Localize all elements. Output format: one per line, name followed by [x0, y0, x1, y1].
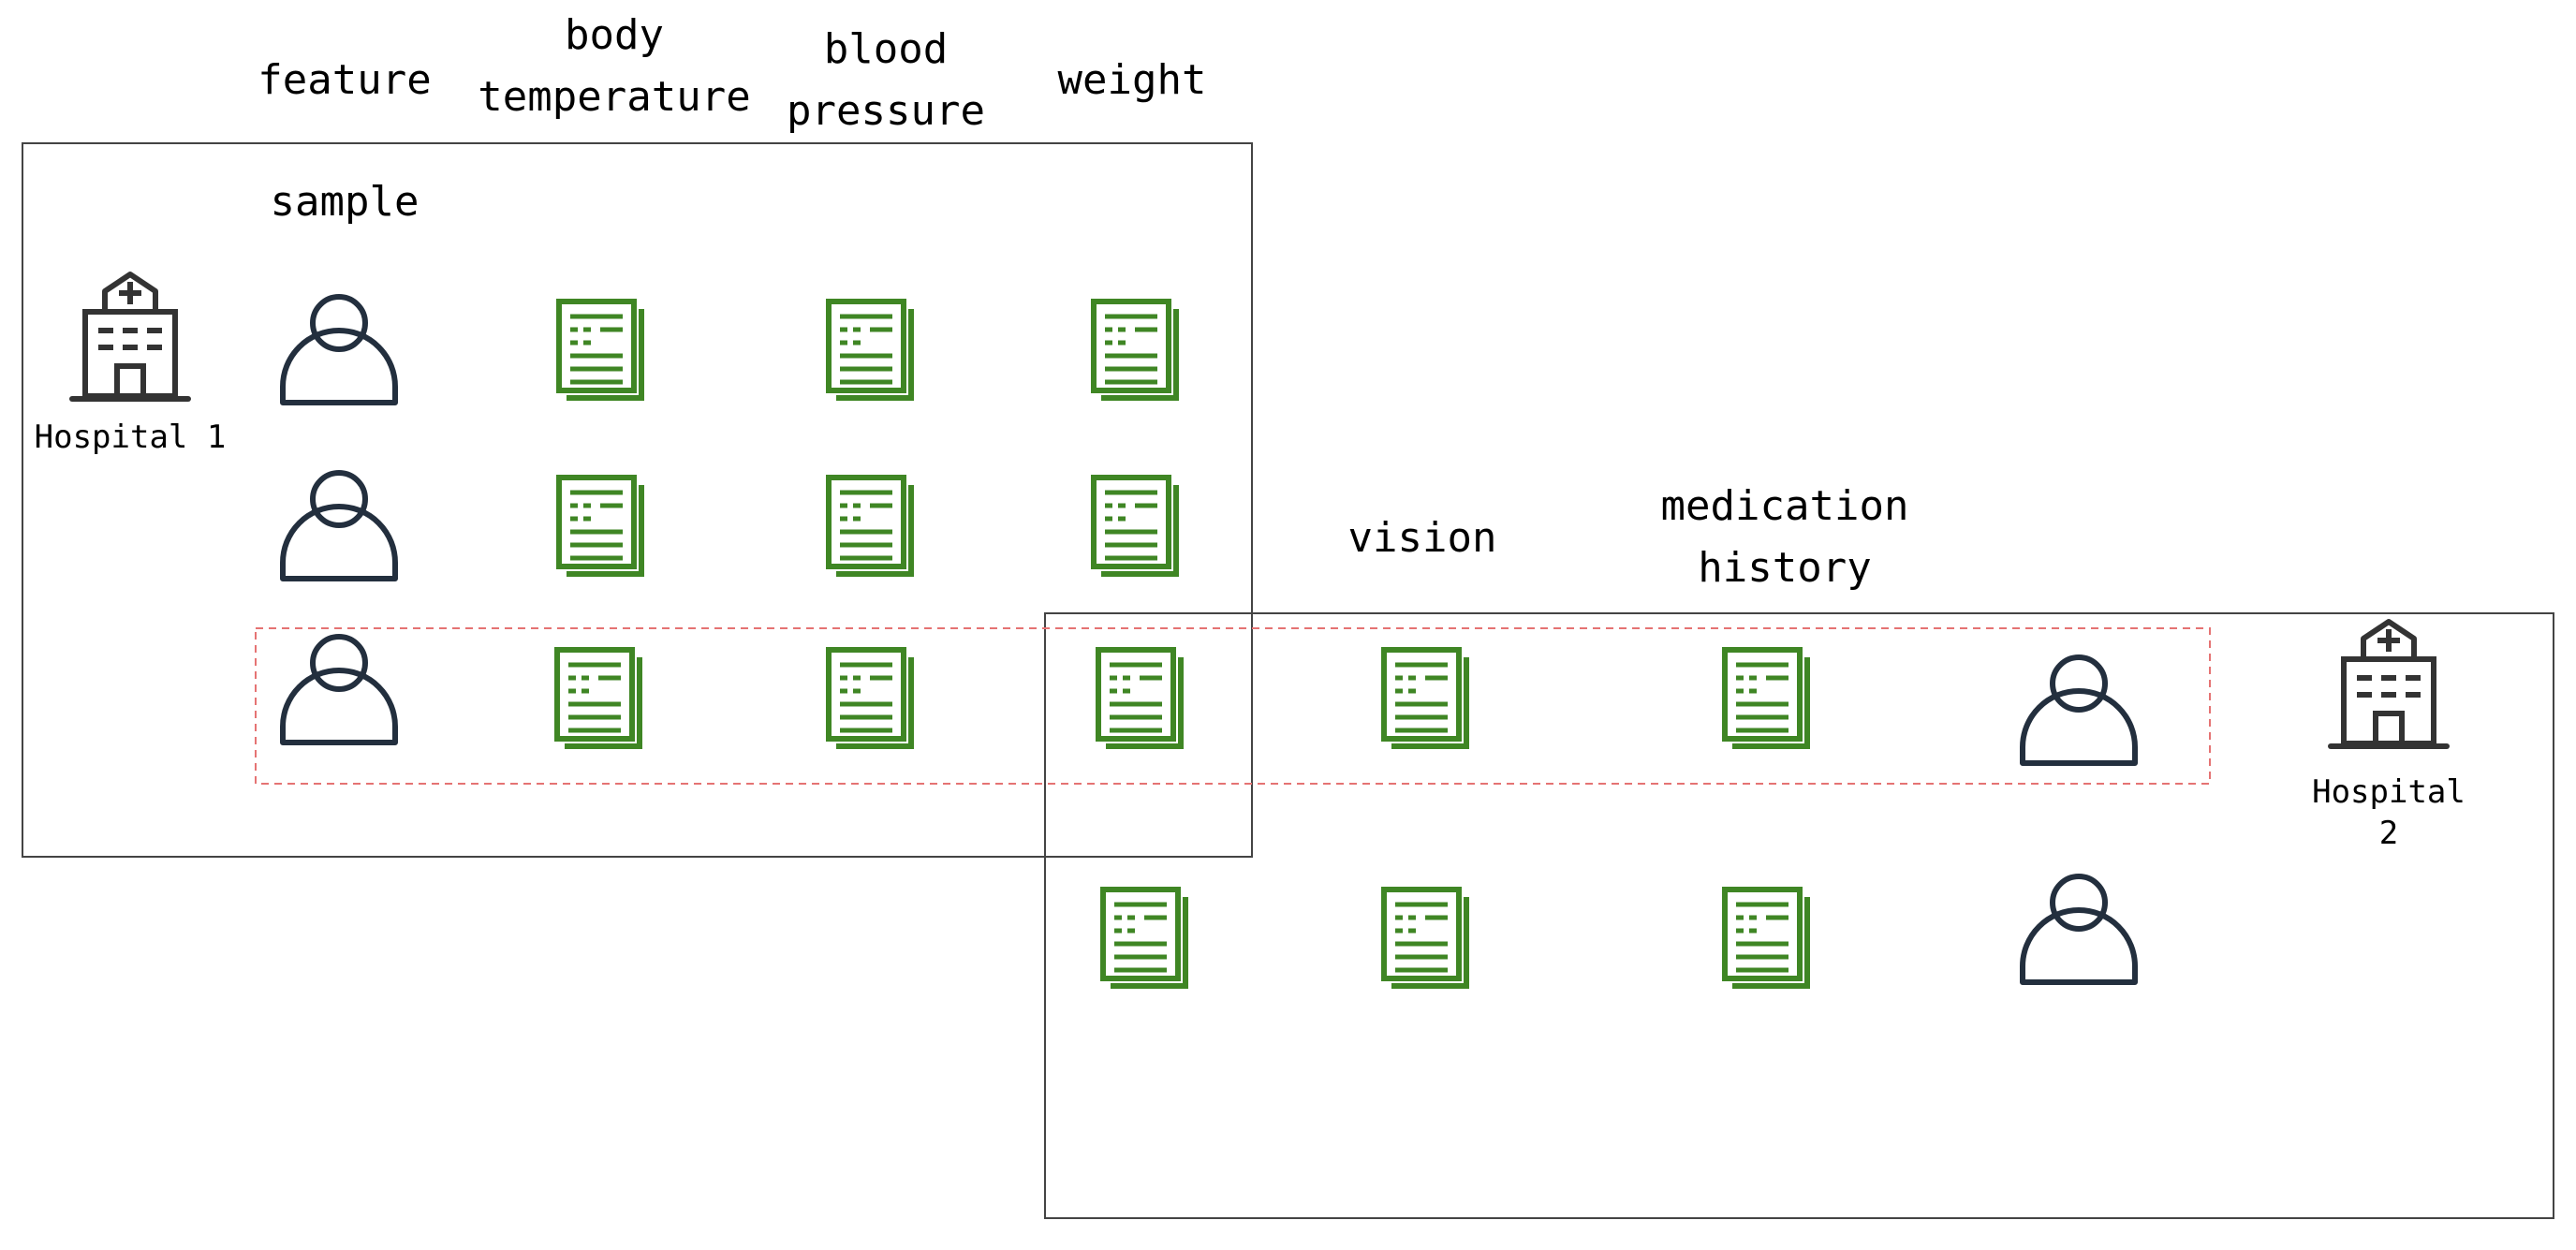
document-icon [559, 301, 641, 398]
document-icon [1725, 890, 1807, 986]
hospital-2-box [1044, 612, 2554, 1219]
hospital-1-icon [72, 274, 188, 399]
overlap-highlight [255, 627, 2211, 785]
document-icon [1384, 890, 1466, 986]
feature-label: feature [258, 56, 432, 104]
hospital-2-label: Hospital 2 [2312, 773, 2466, 852]
body-temperature-label: body temperature [478, 11, 751, 121]
person-icon [283, 297, 395, 403]
document-icon [557, 650, 640, 746]
document-icon [1094, 301, 1176, 398]
sample-label: sample [270, 178, 420, 226]
document-icon [829, 650, 911, 746]
person-icon [283, 637, 395, 743]
hospital-1-label: Hospital 1 [34, 419, 227, 456]
document-icon [1725, 650, 1807, 746]
vision-label: vision [1347, 514, 1497, 562]
document-icon [829, 301, 911, 398]
person-icon [2023, 876, 2135, 982]
document-icon [829, 478, 911, 574]
person-icon [2023, 657, 2135, 763]
document-icon [559, 478, 641, 574]
hospital-1-box [22, 142, 1253, 858]
document-icon [1103, 890, 1185, 986]
blood-pressure-label: blood pressure [787, 25, 985, 135]
weight-label: weight [1057, 56, 1207, 104]
document-icon [1098, 650, 1181, 746]
hospital-2-icon [2331, 622, 2447, 746]
document-icon [1384, 650, 1466, 746]
person-icon [283, 473, 395, 579]
medication-history-label: medication history [1660, 482, 1909, 592]
document-icon [1094, 478, 1176, 574]
